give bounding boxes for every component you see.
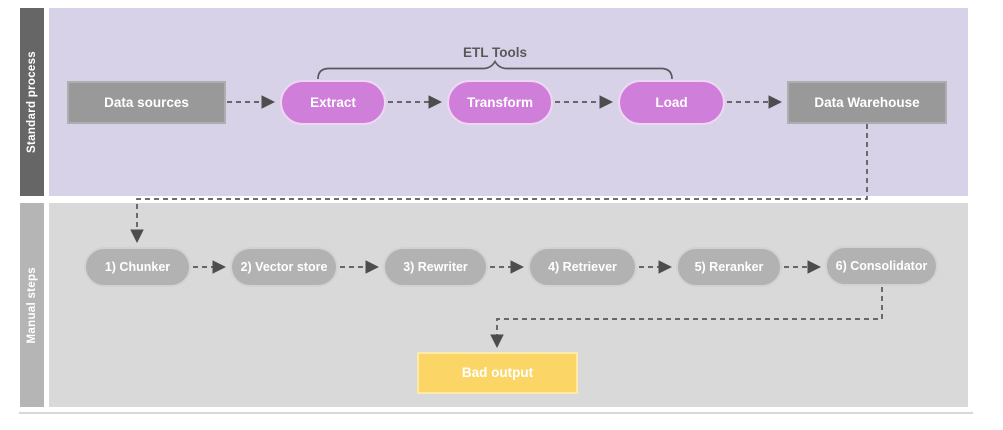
lane-header-manual-steps: Manual steps xyxy=(20,203,44,407)
node-rewriter: 3) Rewriter xyxy=(383,247,488,287)
node-bad-output: Bad output xyxy=(417,352,578,394)
etl-tools-brace xyxy=(317,59,673,80)
node-load: Load xyxy=(618,80,725,125)
node-transform: Transform xyxy=(447,80,553,125)
node-retriever: 4) Retriever xyxy=(528,247,637,287)
arrow-warehouse-to-chunker xyxy=(130,124,868,244)
node-reranker: 5) Reranker xyxy=(676,247,782,287)
node-extract: Extract xyxy=(280,80,386,125)
arrow-consolidator-to-bad-output xyxy=(490,287,883,349)
node-vector-store: 2) Vector store xyxy=(230,247,338,287)
node-chunker: 1) Chunker xyxy=(84,247,191,287)
node-consolidator: 6) Consolidator xyxy=(825,246,938,286)
node-data-sources: Data sources xyxy=(67,81,226,124)
lane-header-standard-process: Standard process xyxy=(20,8,44,196)
bottom-divider xyxy=(19,412,973,414)
node-data-warehouse: Data Warehouse xyxy=(787,81,947,124)
etl-tools-label: ETL Tools xyxy=(463,45,527,60)
